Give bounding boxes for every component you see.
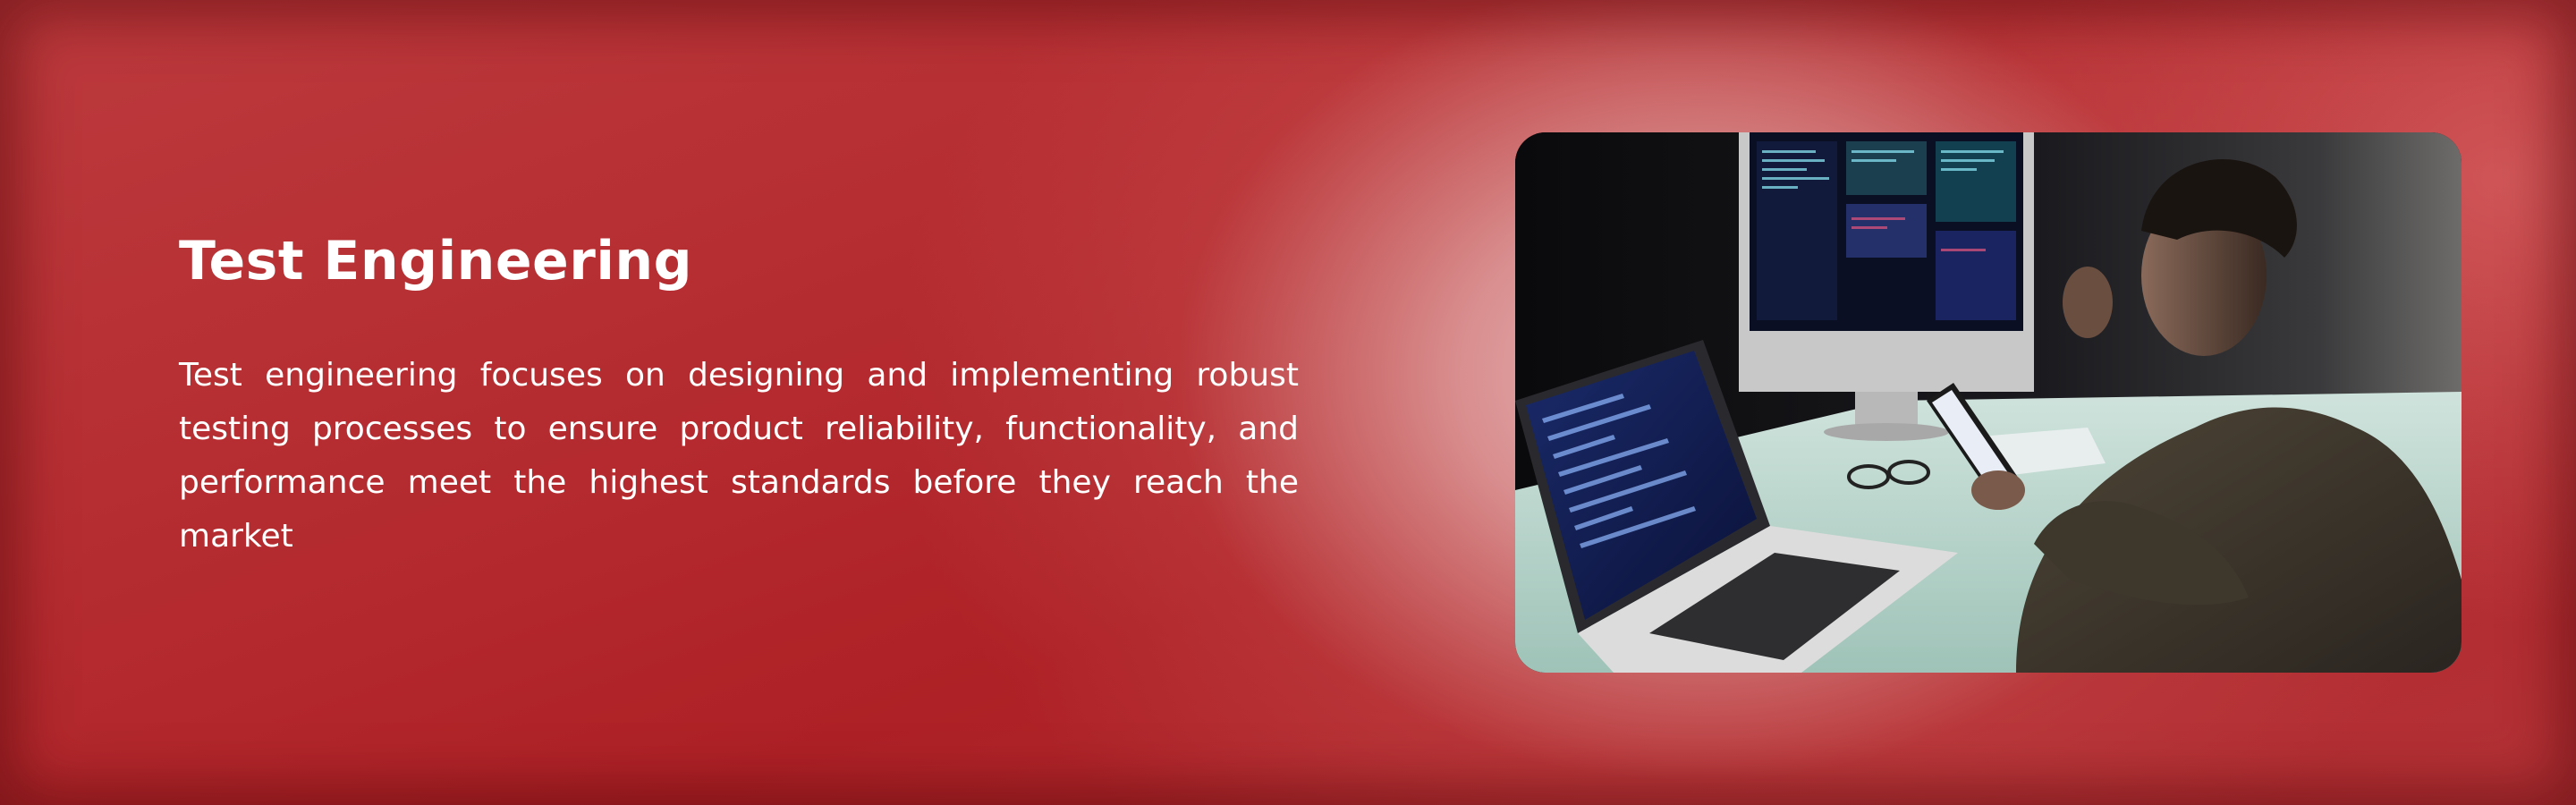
- section-description: Test engineering focuses on designing an…: [179, 357, 1299, 555]
- text-block: Test Engineering Test engineering focuse…: [179, 225, 1299, 564]
- section-title: Test Engineering: [179, 230, 693, 292]
- developer-testing-photo: [1515, 132, 2462, 673]
- photo-illustration: [1515, 132, 2462, 673]
